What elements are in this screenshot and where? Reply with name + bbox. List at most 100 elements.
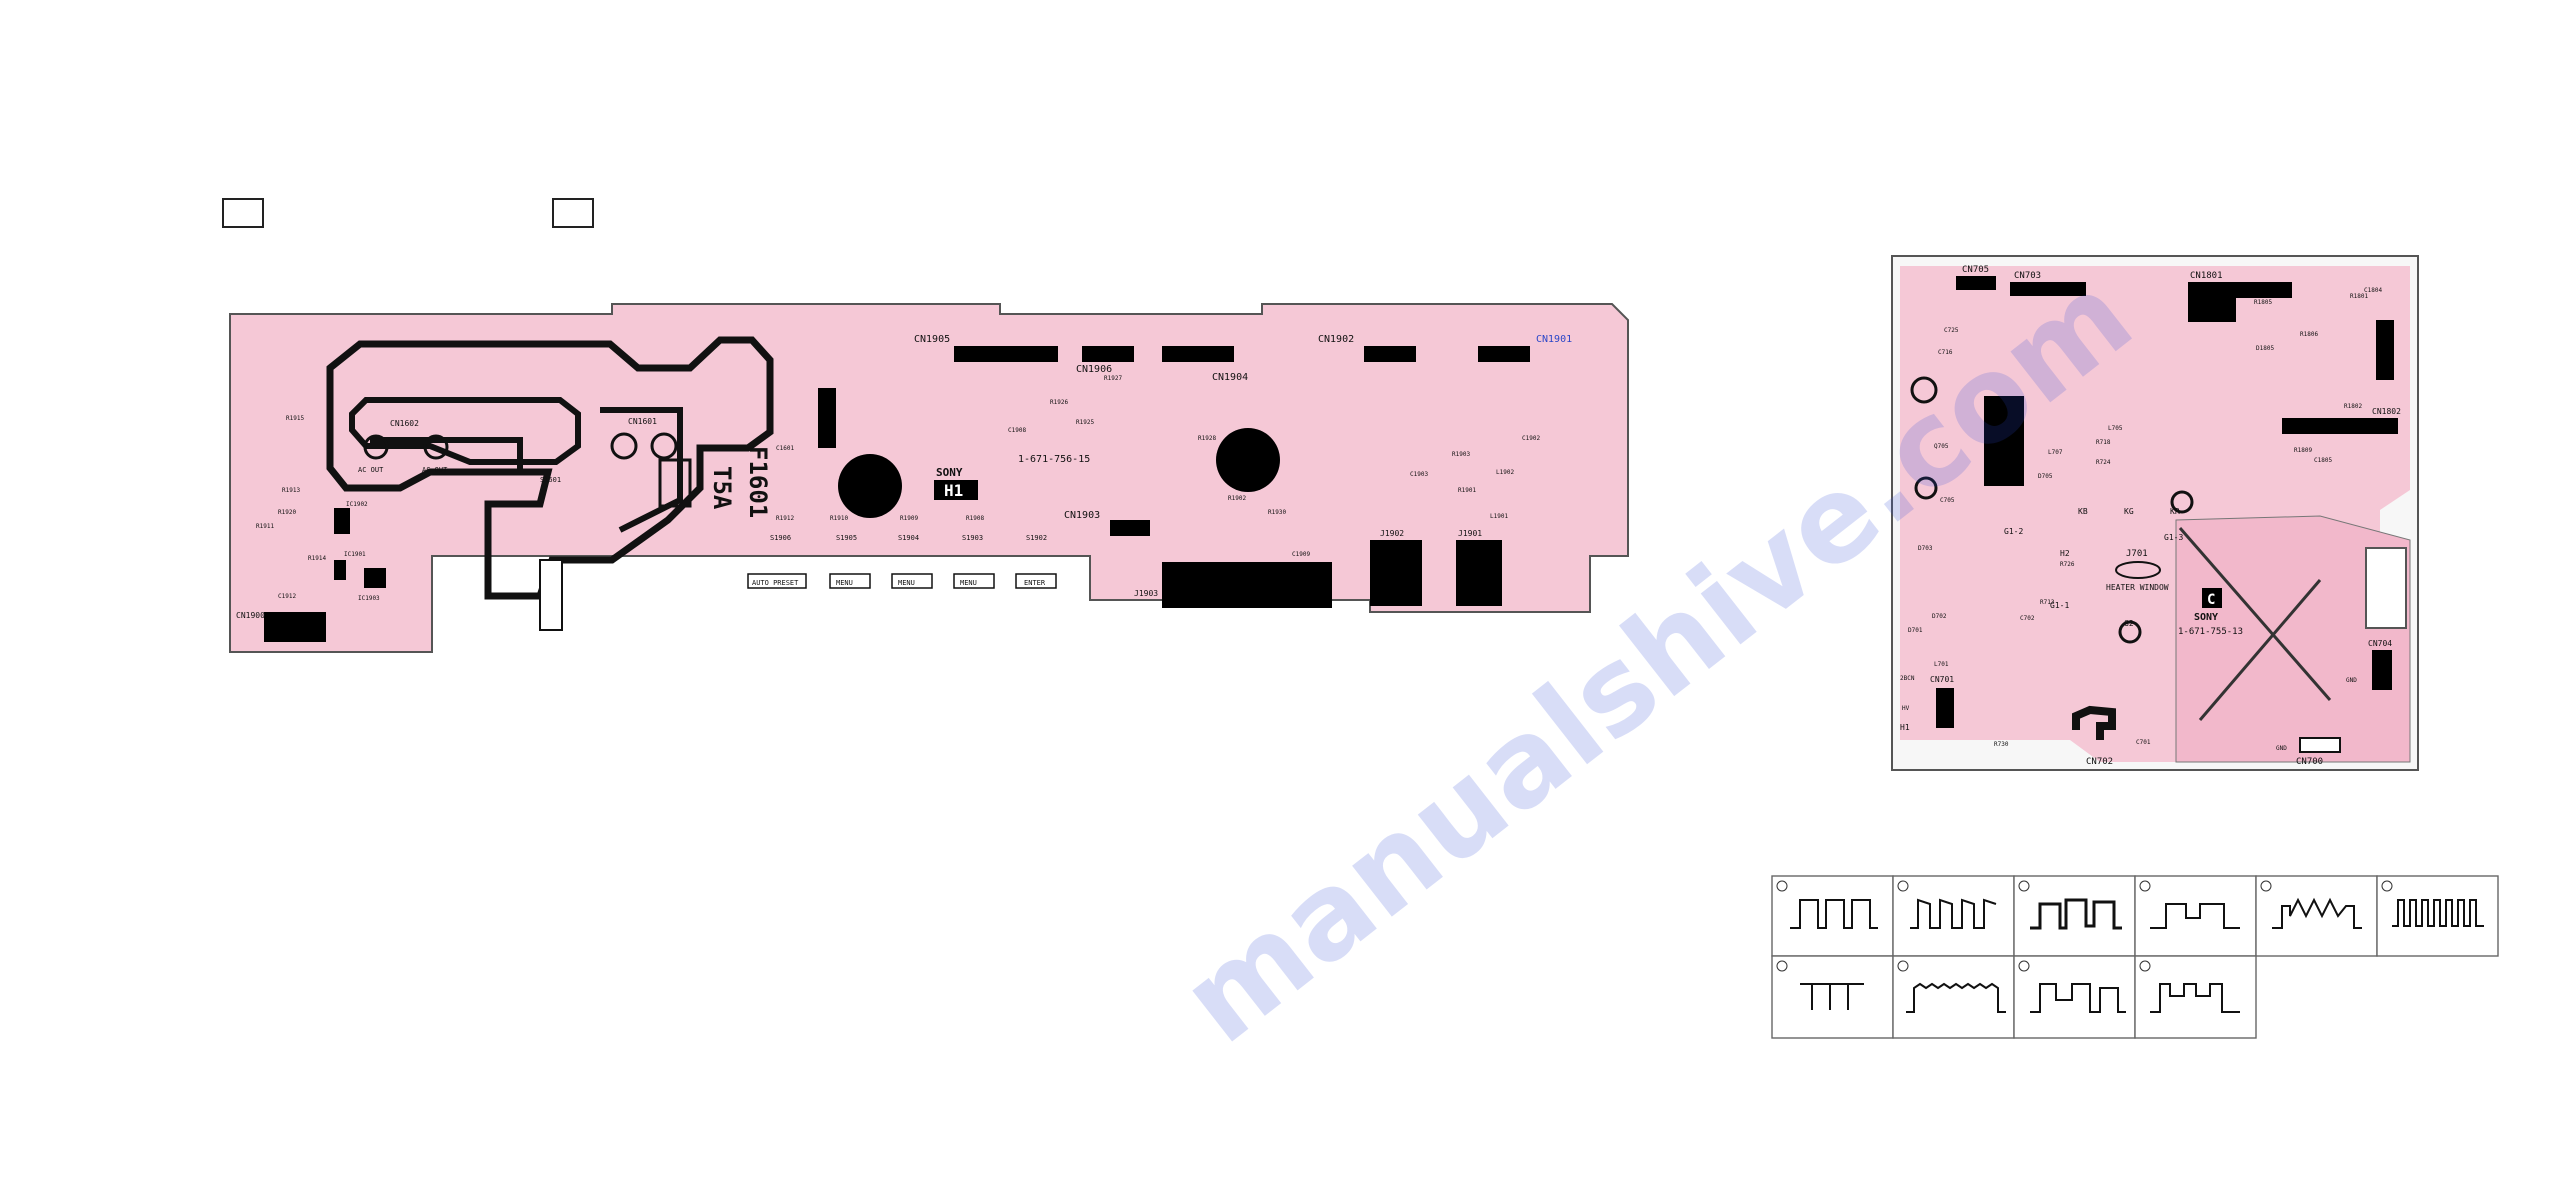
- pin-label: KG: [2124, 507, 2134, 516]
- part-label: R1805: [2254, 299, 2272, 306]
- waveform-marker-4: [2139, 880, 2151, 892]
- resistor-label: R1910: [830, 515, 848, 522]
- section-marker-right: [552, 198, 594, 228]
- connector-cn705-block: [1956, 276, 1996, 290]
- waveform-4: [2150, 903, 2240, 929]
- part-label: R1802: [2344, 403, 2362, 410]
- board-h: CN1905 CN1906 CN1904 CN1902 CN1901 CN190…: [229, 303, 1629, 653]
- part-label: D1805: [2256, 345, 2274, 352]
- pin-label: G1-1: [2050, 601, 2069, 610]
- section-marker-left: [222, 198, 264, 228]
- inductor-label: L1901: [1490, 513, 1508, 520]
- cn1801-label: CN1801: [2190, 271, 2223, 281]
- part-label: C701: [2136, 739, 2151, 746]
- waveform-grid: [1771, 875, 2499, 1039]
- part-label: Q705: [1934, 443, 1949, 450]
- waveform-marker-2: [1897, 880, 1909, 892]
- resistor-label: R1913: [282, 487, 300, 494]
- button-s1902-id: S1902: [1026, 534, 1047, 542]
- waveform-marker-8: [1897, 960, 1909, 972]
- cn701-label: CN701: [1930, 675, 1954, 684]
- inductor-label: L1902: [1496, 469, 1514, 476]
- connector-cn1602-block: [818, 388, 836, 448]
- cn1902-label: CN1902: [1318, 334, 1354, 345]
- power-trace-outline: [326, 336, 774, 600]
- waveform-marker-6: [2381, 880, 2393, 892]
- ac-out-1-pad: [363, 434, 389, 460]
- jack-j1902-label: J1902: [1380, 529, 1404, 538]
- pin-label: H2: [2060, 549, 2070, 558]
- cn1601-pad-1: [610, 432, 638, 460]
- jack-j1901-label: J1901: [1458, 529, 1482, 538]
- waveform-cell-9: [2013, 955, 2136, 1039]
- pin-label: H1: [1900, 723, 1910, 732]
- resistor-label: R1925: [1076, 419, 1094, 426]
- ic1901-block: [334, 560, 346, 580]
- part-label: R713: [2040, 599, 2055, 606]
- pin-label: G2: [2124, 619, 2134, 628]
- part-label: L701: [1934, 661, 1949, 668]
- capacitor-label: C1601: [776, 445, 794, 452]
- part-label: D702: [1932, 613, 1947, 620]
- fuse-rating: T5A: [708, 466, 736, 510]
- button-auto-preset-pad: [747, 573, 807, 589]
- part-label: 2BCN: [1900, 675, 1915, 682]
- cn1602-label: CN1602: [390, 419, 419, 428]
- heater-window: [2115, 561, 2161, 579]
- resistor-label: R1902: [1228, 495, 1246, 502]
- button-menu-1-pad: [829, 573, 871, 589]
- pot-circle: [2118, 620, 2142, 644]
- button-menu-2-pad: [891, 573, 933, 589]
- board-c-crt-socket-zone: [2175, 515, 2411, 763]
- ac-out-2-pad: [423, 434, 449, 460]
- ic-block: [1984, 396, 2024, 486]
- cn1905-label: CN1905: [914, 334, 950, 345]
- connector-cn1903-block: [1110, 520, 1150, 536]
- cn702-hook: [2072, 705, 2116, 740]
- waveform-cell-8: [1892, 955, 2015, 1039]
- ic-block: [2376, 320, 2394, 380]
- part-label: C1804: [2364, 287, 2382, 294]
- cn700-pad: [2299, 737, 2341, 753]
- button-menu-2-label: MENU: [898, 579, 915, 587]
- cn1906-label: CN1906: [1076, 364, 1112, 375]
- waveform-marker-5: [2260, 880, 2272, 892]
- waveform-marker-9: [2018, 960, 2030, 972]
- part-label: R718: [2096, 439, 2111, 446]
- ac-out-2-label: AC OUT: [422, 466, 448, 474]
- waveform-5: [2272, 897, 2362, 929]
- pin-label: KB: [2078, 507, 2088, 516]
- part-label: GND: [2346, 677, 2357, 684]
- waveform-3: [2030, 898, 2122, 930]
- waveform-cell-1: [1771, 875, 1894, 957]
- cn702-label: CN702: [2086, 757, 2113, 767]
- connector-cn704-block: [2372, 650, 2392, 690]
- cn1802-label: CN1802: [2372, 407, 2401, 416]
- pin-label: KR: [2170, 507, 2180, 516]
- connector-cn1905-block: [954, 346, 1058, 362]
- ic1903-block: [364, 568, 386, 588]
- waveform-7: [1800, 983, 1864, 1010]
- button-menu-1-label: MENU: [836, 579, 853, 587]
- heatsink-2: [1216, 428, 1280, 492]
- part-label: D703: [1918, 545, 1933, 552]
- part-label: C725: [1944, 327, 1959, 334]
- switch-s1601-label: S1601: [540, 476, 561, 484]
- part-label: R1801: [2350, 293, 2368, 300]
- waveform-cell-7: [1771, 955, 1894, 1039]
- ic-label: IC1903: [358, 595, 380, 602]
- part-label: D705: [2038, 473, 2053, 480]
- pot-circle: [1910, 376, 1938, 404]
- ic-label: IC1902: [346, 501, 368, 508]
- cn705-label: CN705: [1962, 265, 1989, 275]
- waveform-cell-5: [2255, 875, 2378, 957]
- jack-j701-label: J701: [2126, 549, 2148, 559]
- cn700-label: CN700: [2296, 757, 2323, 767]
- waveform-8: [1906, 982, 2006, 1013]
- resistor-label: R1920: [278, 509, 296, 516]
- part-label: R1806: [2300, 331, 2318, 338]
- cn703-label: CN703: [2014, 271, 2041, 281]
- waveform-marker-1: [1776, 880, 1788, 892]
- board-c-part-number: 1-671-755-13: [2178, 627, 2243, 637]
